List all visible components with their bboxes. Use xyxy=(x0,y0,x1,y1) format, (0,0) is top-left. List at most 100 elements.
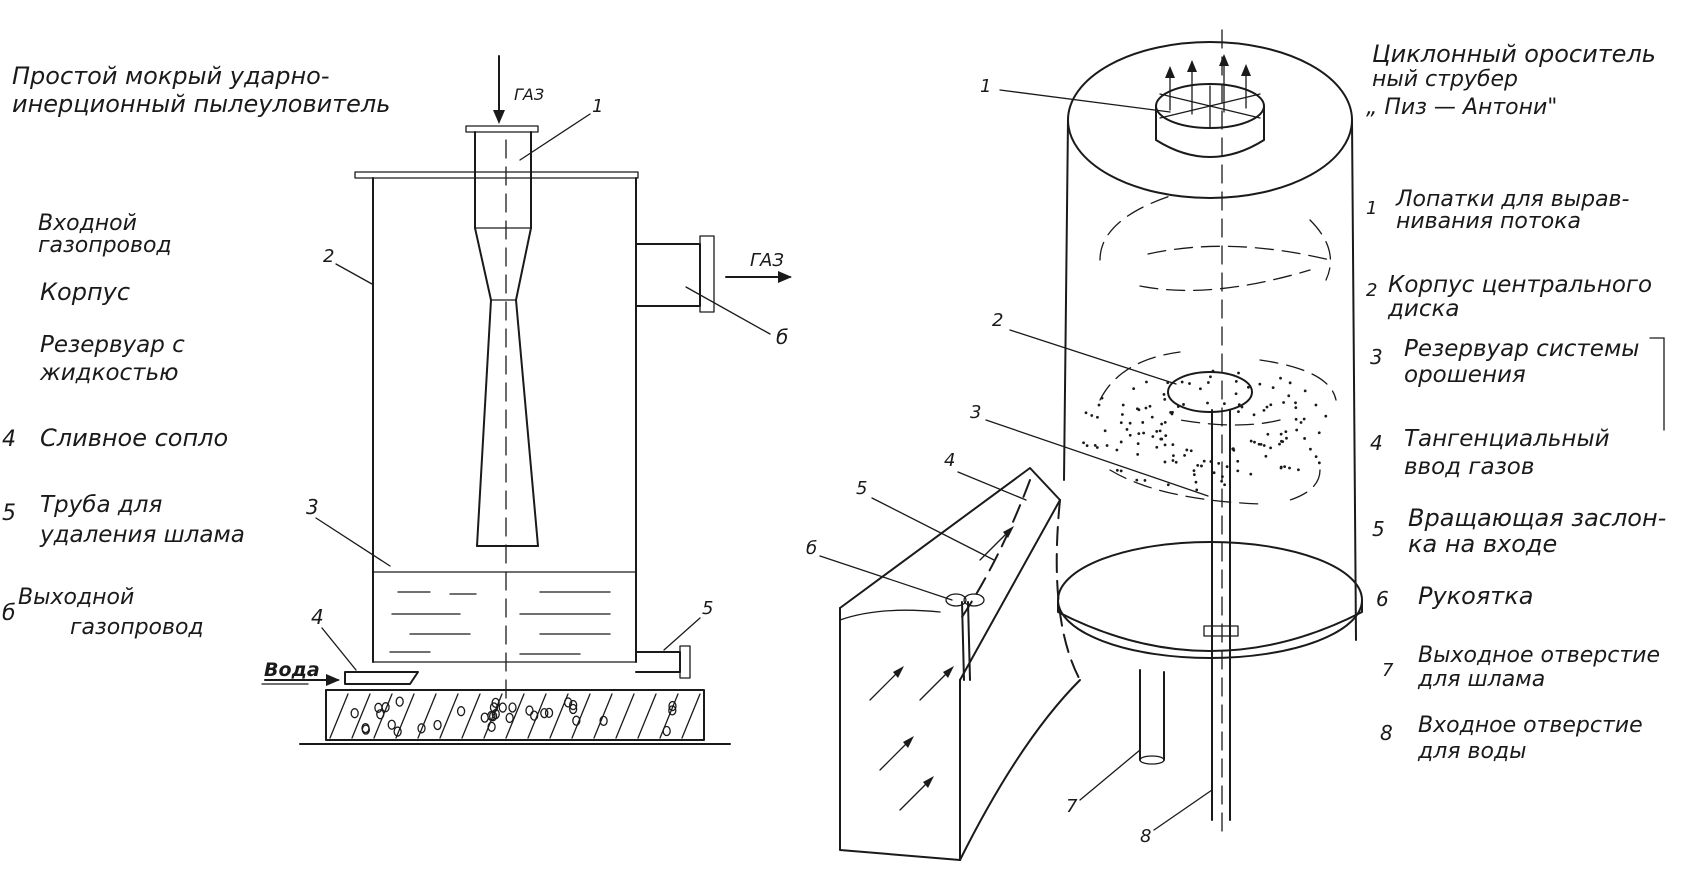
spray-droplet xyxy=(1158,429,1162,433)
aggregate-stone xyxy=(569,699,578,711)
spray-droplet xyxy=(1084,411,1088,415)
right-spray-droplets xyxy=(1082,369,1328,492)
spray-droplet xyxy=(1171,459,1175,462)
spray-droplet xyxy=(1166,483,1170,487)
left-housing xyxy=(354,171,639,663)
spray-droplet xyxy=(1136,407,1139,411)
right-spray-tube xyxy=(1203,409,1239,821)
hatch-line xyxy=(395,693,415,739)
spray-droplet xyxy=(1223,483,1227,487)
spray-droplet xyxy=(1119,421,1123,425)
aggregate-stone xyxy=(498,702,507,713)
right-legend-3-line1: Резервуар системы xyxy=(1404,336,1639,362)
spray-droplet xyxy=(1143,479,1147,482)
spray-droplet xyxy=(1303,437,1306,440)
spray-droplet xyxy=(1237,410,1240,413)
hatch-line xyxy=(351,693,371,739)
spray-droplet xyxy=(1160,422,1164,426)
right-num-4: 4 xyxy=(944,450,955,471)
left-legend-6-num: б xyxy=(2,601,16,626)
right-num-2: 2 xyxy=(992,310,1003,331)
left-legend-5-num: 5 xyxy=(2,501,16,526)
left-legend-6-line1: Выходной xyxy=(18,585,134,610)
spray-droplet xyxy=(1119,469,1123,473)
aggregate-stone xyxy=(480,712,489,723)
aggregate-stone xyxy=(350,708,359,719)
central-disk xyxy=(1167,371,1253,413)
spray-droplet xyxy=(1253,440,1256,444)
aggregate-stone xyxy=(540,707,549,719)
spray-droplet xyxy=(1294,406,1298,409)
spray-droplet xyxy=(1309,447,1312,451)
spray-droplet xyxy=(1258,382,1262,386)
left-gas-outlet: ГАЗ xyxy=(635,235,792,335)
right-title-line3: „ Пиз — Антони" xyxy=(1366,95,1557,120)
left-legend-1-line2: газопровод xyxy=(38,233,172,258)
spray-droplet xyxy=(1192,469,1196,473)
spray-droplet xyxy=(1280,439,1283,443)
spray-droplet xyxy=(1206,381,1210,384)
spray-droplet xyxy=(1269,403,1273,407)
spray-droplet xyxy=(1287,394,1291,398)
right-legend-4-line1: Тангенциальный xyxy=(1404,426,1610,452)
aggregate-stone xyxy=(387,719,396,730)
aggregate-stone xyxy=(529,710,539,721)
spray-droplet xyxy=(1283,465,1287,469)
spray-droplet xyxy=(1194,480,1198,484)
aggregate-stone xyxy=(491,697,500,709)
hatch-line xyxy=(461,693,481,739)
right-num-5: 5 xyxy=(856,478,867,499)
spray-droplet xyxy=(1164,434,1168,438)
right-legend-7-line1: Выходное отверстие xyxy=(1418,643,1660,668)
spray-droplet xyxy=(1132,387,1136,391)
spray-droplet xyxy=(1317,461,1321,465)
aggregate-stone xyxy=(395,696,404,707)
hatch-line xyxy=(329,693,349,739)
aggregate-stone xyxy=(563,697,573,708)
right-cylinder xyxy=(1063,29,1357,841)
spray-droplet xyxy=(1246,385,1250,389)
right-legend-7-line2: для шлама xyxy=(1417,667,1545,692)
spray-droplet xyxy=(1200,464,1203,468)
spray-droplet xyxy=(1097,403,1101,407)
spray-droplet xyxy=(1279,376,1282,380)
hatch-line xyxy=(571,693,591,739)
left-legend-3-line1: Резервуар с xyxy=(40,332,185,358)
right-legend-4-line2: ввод газов xyxy=(1404,454,1534,480)
left-num-2: 2 xyxy=(323,246,334,267)
left-foundation xyxy=(299,689,731,745)
spray-droplet xyxy=(1257,442,1261,446)
aggregate-stone xyxy=(525,705,534,716)
aggregate-stone xyxy=(487,721,496,732)
left-num-4: 4 xyxy=(311,605,324,629)
spray-droplet xyxy=(1295,428,1299,432)
right-legend-4-num: 4 xyxy=(1370,431,1383,455)
right-diagram: Циклонный ороситель ный струбер „ Пиз — … xyxy=(806,29,1666,861)
aggregate-stone xyxy=(599,715,608,727)
left-legend-4-line1: Сливное сопло xyxy=(40,424,228,452)
spray-droplet xyxy=(1249,472,1253,476)
left-legend-5-line1: Труба для xyxy=(40,492,162,518)
right-legend-6-line1: Рукоятка xyxy=(1418,582,1533,610)
right-legend-3-num: 3 xyxy=(1370,345,1383,369)
right-legend-2-line2: диска xyxy=(1387,296,1459,322)
spray-droplet xyxy=(1093,444,1097,447)
spray-droplet xyxy=(1285,436,1288,440)
left-num-6: б xyxy=(776,325,788,349)
spray-droplet xyxy=(1162,393,1166,396)
spray-droplet xyxy=(1195,488,1199,492)
right-num-7: 7 xyxy=(1066,796,1078,817)
spray-droplet xyxy=(1252,413,1256,417)
spray-droplet xyxy=(1262,444,1266,447)
spray-droplet xyxy=(1150,415,1154,419)
aggregate-stone xyxy=(662,725,671,737)
right-legend-5-num: 5 xyxy=(1372,517,1385,541)
spray-droplet xyxy=(1155,445,1159,449)
spray-droplet xyxy=(1115,468,1119,472)
spray-droplet xyxy=(1317,431,1321,435)
aggregate-stone xyxy=(572,715,581,726)
spray-droplet xyxy=(1189,449,1193,453)
aggregate-stone xyxy=(487,710,496,722)
spray-droplet xyxy=(1222,402,1226,406)
spray-droplet xyxy=(1155,429,1159,433)
